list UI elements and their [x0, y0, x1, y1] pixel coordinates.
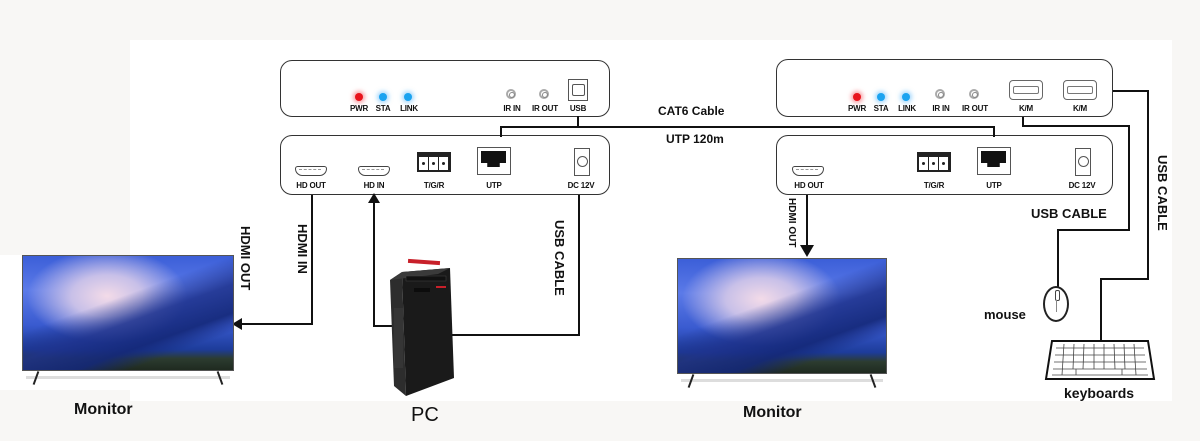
hdmi-out-cable-left-h — [240, 323, 313, 325]
pc-label: PC — [411, 404, 439, 426]
right-unit-top-panel: PWR STA LINK IR IN IR OUT K/M K/M — [776, 59, 1113, 117]
usb-cable-mouse-a — [1022, 117, 1024, 126]
usb-cable-keyboard-d — [1100, 278, 1102, 340]
dc-12v-label: DC 12V — [1068, 181, 1096, 190]
hd-in-port-icon — [358, 166, 390, 176]
monitor-right-icon — [677, 258, 887, 388]
usb-cable-mouse-d — [1057, 229, 1130, 231]
hd-out-label: HD OUT — [296, 181, 326, 190]
keyboard-icon — [1044, 339, 1156, 381]
utp-distance-label: UTP 120m — [666, 132, 724, 146]
tgr-label: T/G/R — [423, 181, 445, 190]
monitor-right-label: Monitor — [743, 404, 802, 421]
cat6-cable-line — [500, 126, 994, 128]
link-label: LINK — [898, 104, 916, 113]
cat6-cable-label: CAT6 Cable — [658, 104, 725, 118]
usb-cable-pc — [578, 195, 580, 336]
usb-a-port-icon — [1063, 80, 1097, 100]
usb-cable-pc-label: USB CABLE — [552, 220, 567, 296]
hdmi-out-label-left: HDMI OUT — [238, 226, 253, 291]
usb-cable-keyboard-a — [1113, 90, 1149, 92]
ir-in-jack-icon — [935, 89, 945, 99]
hdmi-in-cable — [373, 202, 375, 326]
hd-out-label: HD OUT — [794, 181, 824, 190]
hdmi-in-cable-h — [373, 325, 397, 327]
ir-out-jack-icon — [969, 89, 979, 99]
sta-label: STA — [873, 104, 889, 113]
pwr-label: PWR — [349, 104, 369, 113]
monitor-left-label: Monitor — [74, 401, 133, 418]
hd-out-port-icon — [295, 166, 327, 176]
usb-link-left — [577, 116, 579, 128]
sta-led-icon — [877, 93, 885, 101]
usb-cable-pc-h — [448, 334, 580, 336]
km-label-2: K/M — [1072, 104, 1088, 113]
mouse-label: mouse — [984, 307, 1026, 322]
arrow-down-icon — [800, 245, 814, 257]
link-led-icon — [902, 93, 910, 101]
dc-12v-label: DC 12V — [567, 181, 595, 190]
terminal-block-icon — [917, 152, 951, 172]
ir-out-label: IR OUT — [962, 104, 988, 113]
usb-b-port-icon — [568, 79, 588, 101]
dc-jack-icon — [1075, 148, 1091, 176]
km-label-1: K/M — [1018, 104, 1034, 113]
hd-out-port-icon — [792, 166, 824, 176]
rj45-port-icon — [477, 147, 511, 175]
left-unit-bottom-panel: HD OUT HD IN T/G/R UTP DC 12V — [280, 135, 610, 195]
left-unit-top-panel: PWR STA LINK IR IN IR OUT USB — [280, 60, 610, 117]
mouse-icon — [1043, 286, 1069, 322]
ir-in-label: IR IN — [932, 104, 950, 113]
usb-cable-keyboard-c — [1100, 278, 1149, 280]
right-unit-bottom-panel: HD OUT T/G/R UTP DC 12V — [776, 135, 1113, 195]
keyboard-label: keyboards — [1064, 385, 1135, 401]
usb-cable-keyboard-label: USB CABLE — [1155, 155, 1170, 231]
hdmi-in-label: HDMI IN — [295, 224, 310, 274]
pwr-label: PWR — [847, 104, 867, 113]
link-label: LINK — [400, 104, 418, 113]
usb-cable-mouse-label: USB CABLE — [1031, 206, 1107, 221]
ir-out-jack-icon — [539, 89, 549, 99]
usb-cable-mouse-b — [1022, 125, 1130, 127]
usb-cable-mouse-c — [1128, 125, 1130, 230]
hd-in-label: HD IN — [363, 181, 385, 190]
utp-label: UTP — [986, 181, 1002, 190]
ir-in-jack-icon — [506, 89, 516, 99]
arrow-up-icon — [368, 193, 380, 203]
arrow-left-icon — [232, 318, 242, 330]
ir-out-label: IR OUT — [532, 104, 558, 113]
hdmi-out-label-right: HDMI OUT — [786, 198, 797, 248]
usb-cable-keyboard-b — [1147, 90, 1149, 280]
pc-tower-icon — [388, 258, 460, 400]
cat6-left-drop — [500, 126, 502, 137]
monitor-left-icon — [22, 255, 234, 385]
sta-label: STA — [375, 104, 391, 113]
pwr-led-icon — [853, 93, 861, 101]
sta-led-icon — [379, 93, 387, 101]
tgr-label: T/G/R — [923, 181, 945, 190]
hdmi-out-cable-right — [806, 195, 808, 245]
link-led-icon — [404, 93, 412, 101]
pwr-led-icon — [355, 93, 363, 101]
usb-cable-mouse-e — [1057, 229, 1059, 287]
usb-a-port-icon — [1009, 80, 1043, 100]
rj45-port-icon — [977, 147, 1011, 175]
terminal-block-icon — [417, 152, 451, 172]
cat6-right-drop — [993, 126, 995, 137]
usb-label: USB — [569, 104, 587, 113]
hdmi-out-cable-left — [311, 195, 313, 325]
ir-in-label: IR IN — [503, 104, 521, 113]
dc-jack-icon — [574, 148, 590, 176]
utp-label: UTP — [486, 181, 502, 190]
